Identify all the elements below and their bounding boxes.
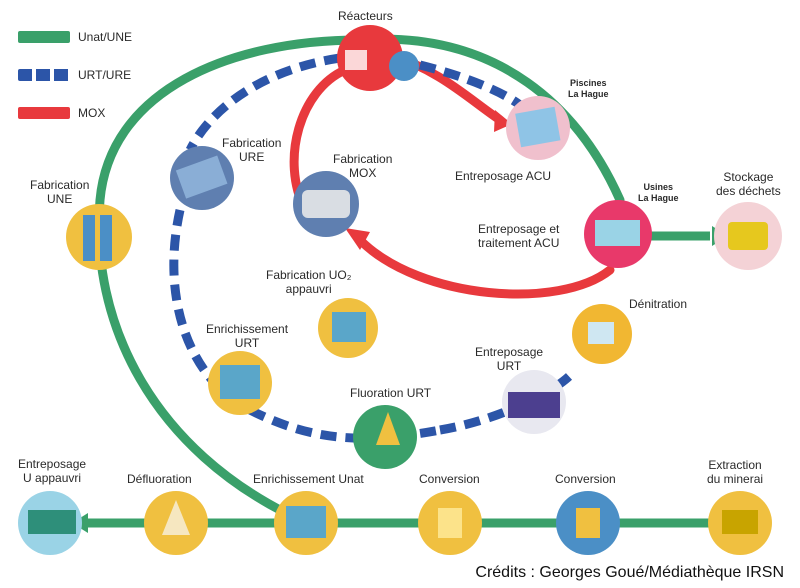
mox-arrow-acu xyxy=(494,110,512,132)
reacteurs-turbine xyxy=(389,51,419,81)
label-fabrication-ure: Fabrication URE xyxy=(222,136,282,164)
label-reacteurs: Réacteurs xyxy=(338,9,393,23)
legend-label-unat-une: Unat/UNE xyxy=(78,30,133,44)
legend-swatch-red xyxy=(18,107,70,119)
ure-assembly-icon xyxy=(175,155,228,199)
legend-label-mox: MOX xyxy=(78,106,106,120)
urt-drums-icon xyxy=(508,392,560,418)
flask-icon xyxy=(376,412,400,445)
legend-mox: MOX xyxy=(18,106,105,120)
label-entreposage-u: Entreposage U appauvri xyxy=(18,457,87,485)
label-fabrication-une: Fabrication UNE xyxy=(30,178,90,206)
label-extraction: Extraction du minerai xyxy=(707,458,764,486)
label-stockage: Stockage des déchets xyxy=(716,170,781,198)
reacteurs-node xyxy=(337,25,403,91)
legend-label-urt-ure: URT/URE xyxy=(78,68,132,82)
stockage-barrels xyxy=(728,222,768,250)
label-fabrication-uo2: Fabrication UO₂ appauvri xyxy=(266,268,352,296)
mox-arrow-fab xyxy=(345,228,370,250)
une-assembly-icon-2 xyxy=(100,215,112,261)
label-entreposage-traitement: Entreposage et traitement ACU xyxy=(478,222,560,250)
label-piscines: Piscines La Hague xyxy=(568,78,609,99)
urt-cylinders-icon xyxy=(220,365,260,399)
unat-cylinders-icon xyxy=(286,506,326,538)
urt-ure-loop xyxy=(169,53,579,443)
legend-unat-une: Unat/UNE xyxy=(18,30,132,44)
legend-swatch-green xyxy=(18,31,70,43)
reacteurs-icon xyxy=(345,50,367,70)
label-fluoration: Fluoration URT xyxy=(350,386,432,400)
label-entreposage-urt: Entreposage URT xyxy=(475,345,544,373)
label-enrichissement-unat: Enrichissement Unat xyxy=(253,472,364,486)
denitration-icon xyxy=(588,322,614,344)
label-entreposage-acu: Entreposage ACU xyxy=(455,169,552,183)
mox-machine-icon xyxy=(302,190,350,218)
label-enrichissement-urt: Enrichissement URT xyxy=(206,322,289,350)
defluoration-flask-icon xyxy=(162,500,190,535)
conversion-1-icon xyxy=(438,508,462,538)
legend-swatch-blue xyxy=(18,69,70,81)
label-defluoration: Défluoration xyxy=(127,472,192,486)
label-usines: Usines La Hague xyxy=(638,182,679,203)
extraction-cart-icon xyxy=(722,510,758,534)
fabrication-une-node xyxy=(66,204,132,270)
legend-urt-ure: URT/URE xyxy=(18,68,131,82)
conversion-2-icon xyxy=(576,508,600,538)
usines-icon xyxy=(595,220,640,246)
label-fabrication-mox: Fabrication MOX xyxy=(333,152,393,180)
label-conversion-2: Conversion xyxy=(555,472,616,486)
unat-une-loop xyxy=(94,34,625,525)
uo2-cylinders-icon xyxy=(332,312,366,342)
label-denitration: Dénitration xyxy=(629,297,688,311)
u-containers-icon xyxy=(28,510,76,534)
piscines-icon xyxy=(515,106,561,148)
label-conversion-1: Conversion xyxy=(419,472,480,486)
credits: Crédits : Georges Goué/Médiathèque IRSN xyxy=(475,564,784,581)
une-assembly-icon xyxy=(83,215,95,261)
